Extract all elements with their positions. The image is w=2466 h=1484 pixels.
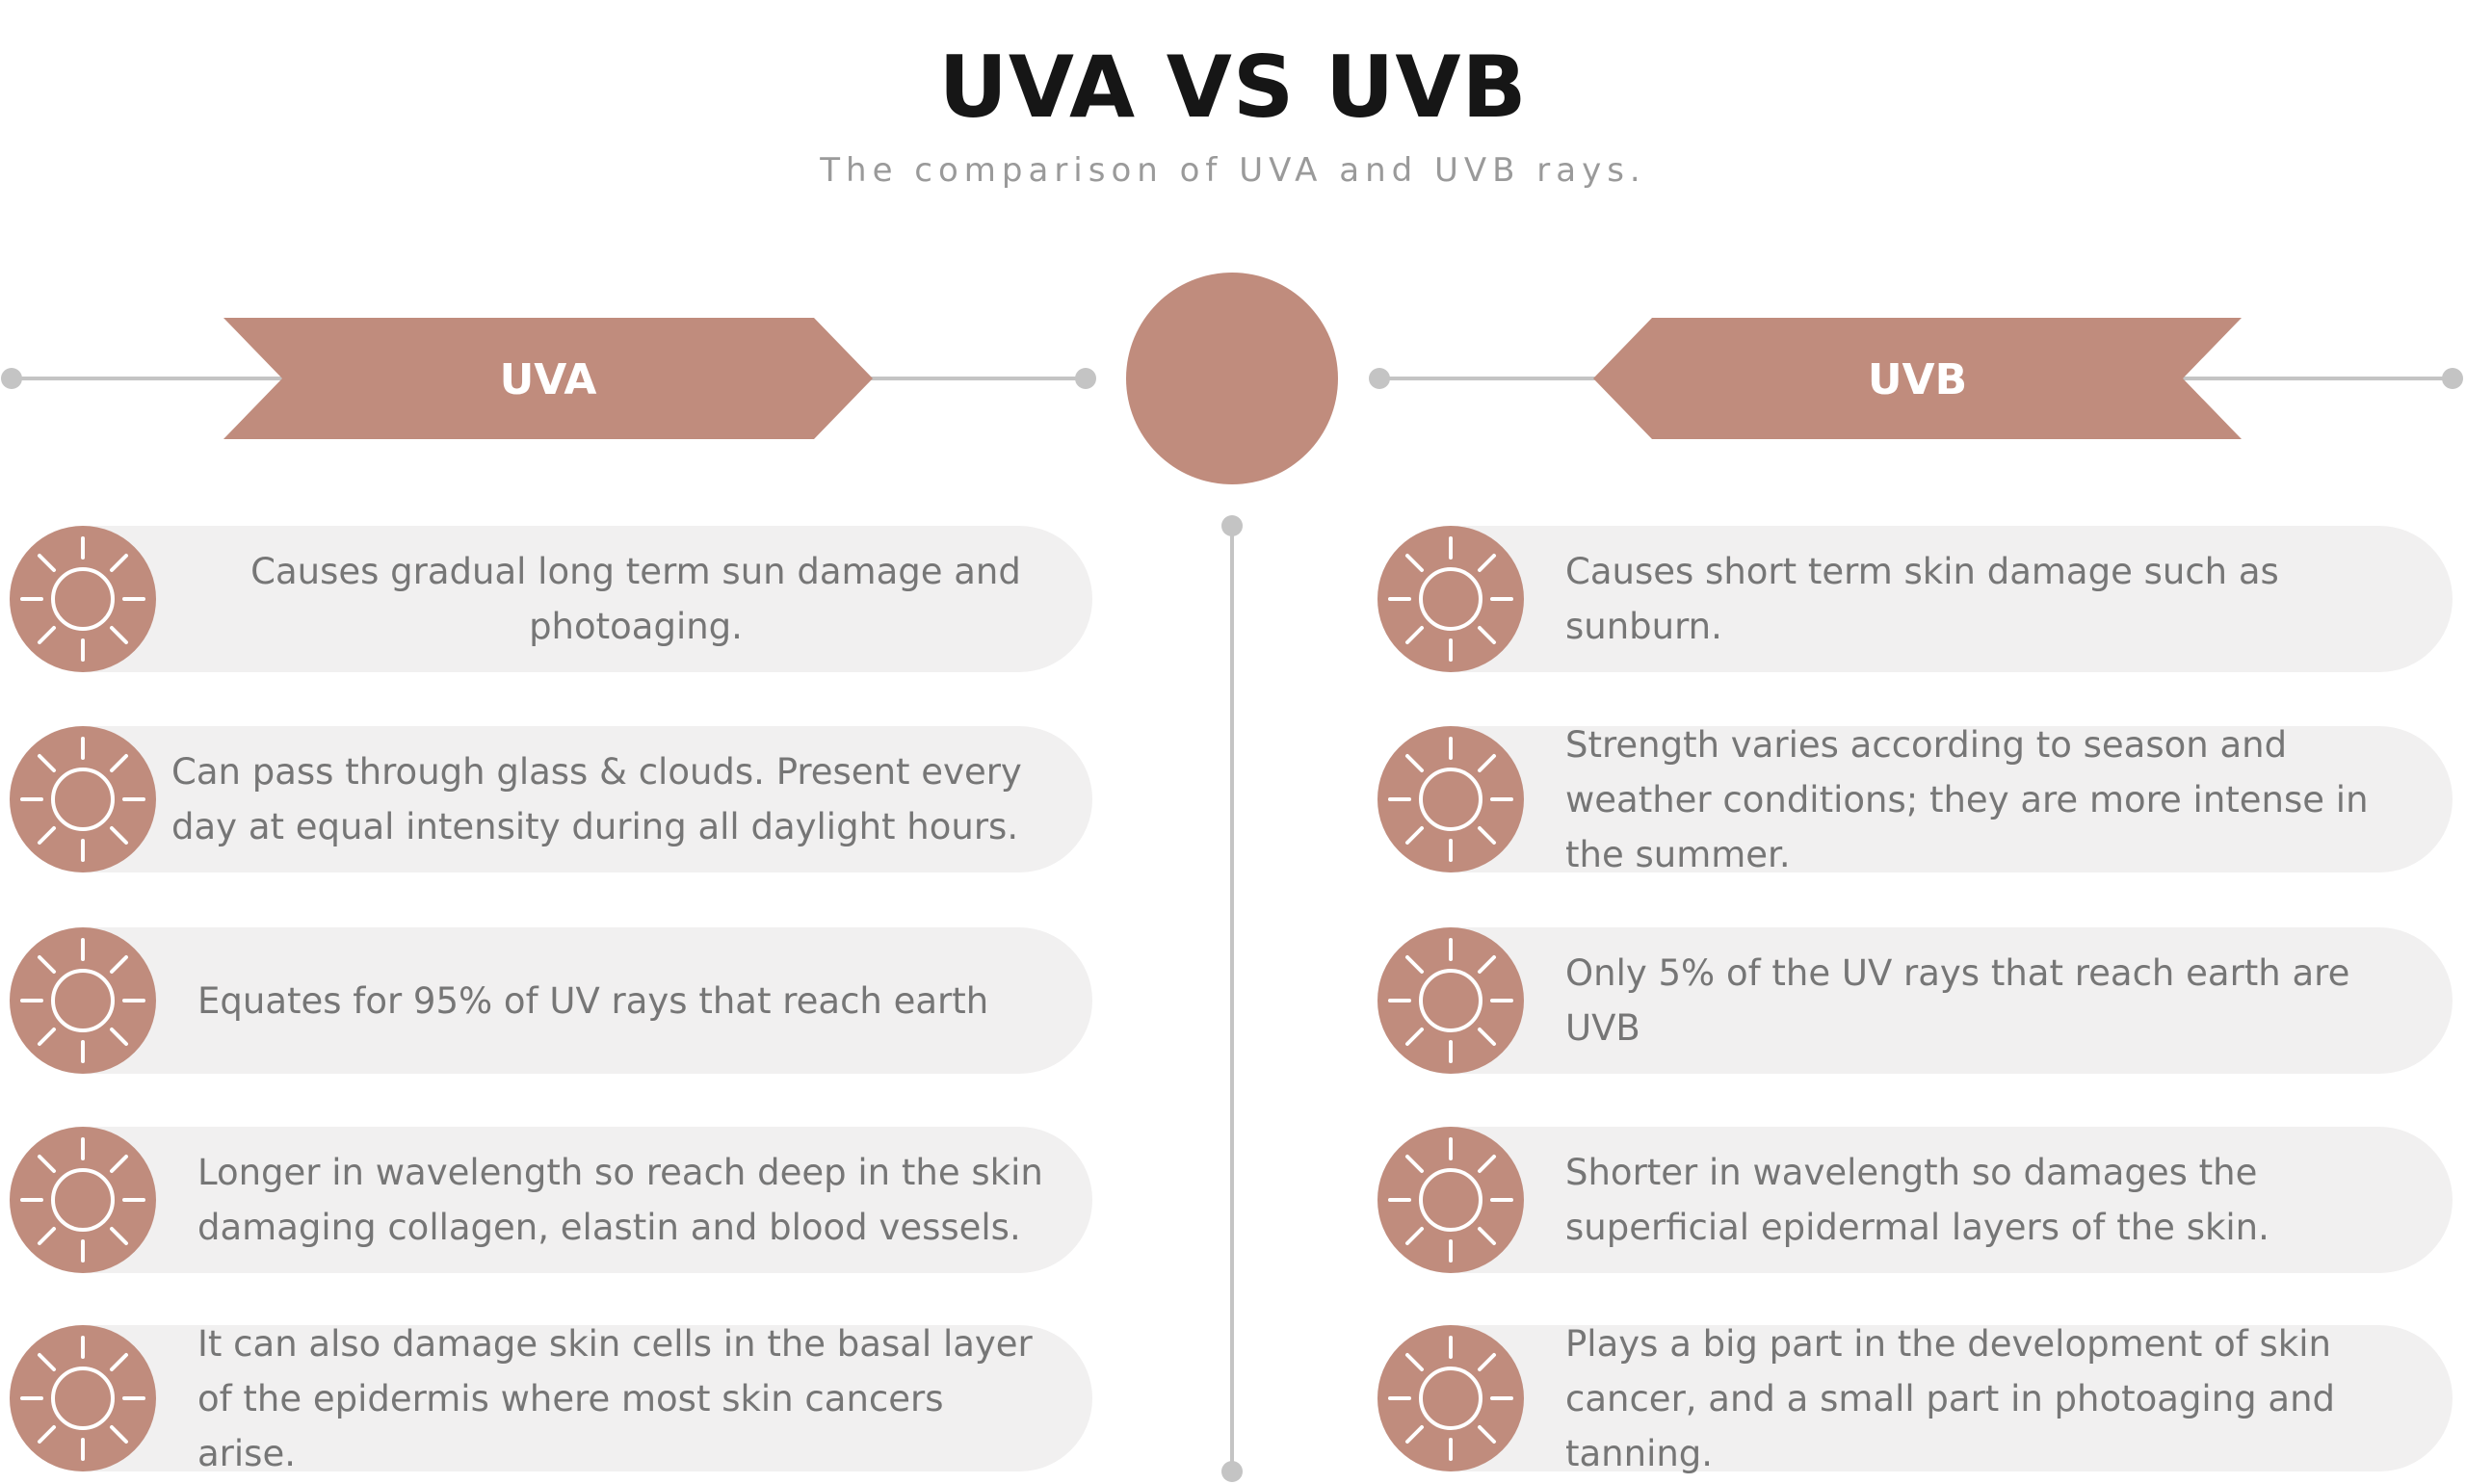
sun-icon [1377,1127,1524,1273]
sun-icon [1377,1325,1524,1471]
uvb-item-4-text: Shorter in wavelength so damages the sup… [1565,1152,2269,1248]
uva-item-1-text: Causes gradual long term sun damage and … [250,551,1021,647]
uvb-banner [1593,318,2242,439]
uvb-line-end-dot [2442,368,2463,389]
center-circle [1126,273,1338,484]
uvb-item-3-pill [1377,927,2453,1074]
uva-item-2-text: Can pass through glass & clouds. Present… [171,751,1022,847]
uva-item-5-pill [10,1325,1092,1471]
divider-top-dot [1221,515,1243,536]
uvb-item-5-pill [1377,1325,2453,1471]
uvb-item-1-pill [1377,526,2453,672]
uvb-item-5-text: Plays a big part in the development of s… [1565,1322,2336,1474]
uvb-item-3-text: Only 5% of the UV rays that reach earth … [1565,952,2350,1049]
sun-icon [10,927,156,1074]
sun-icon [10,1127,156,1273]
uva-item-5-text: It can also damage skin cells in the bas… [197,1322,1033,1474]
uvb-item-2-text: Strength varies according to season and … [1565,723,2369,875]
uva-banner [223,318,873,439]
uva-item-1-pill [10,526,1092,672]
uva-item-3-pill [10,927,1092,1074]
sun-icon [10,1325,156,1471]
uva-label: UVA [499,354,597,404]
page-subtitle: The comparison of UVA and UVB rays. [820,151,1646,190]
uvb-item-1-text: Causes short term skin damage such as su… [1565,551,2279,647]
page-title: UVA VS UVB [938,38,1528,137]
uva-item-4-pill [10,1127,1092,1273]
uva-item-3-text: Equates for 95% of UV rays that reach ea… [197,979,989,1022]
uvb-item-2-pill [1377,726,2453,872]
uva-line-start-dot [1,368,22,389]
sun-icon [10,726,156,872]
uvb-item-4-pill [1377,1127,2453,1273]
uva-item-2-pill [10,726,1092,872]
sun-icon [10,526,156,672]
divider-bottom-dot [1221,1461,1243,1482]
uva-line-end-dot [1075,368,1096,389]
sun-icon [1377,726,1524,872]
sun-icon [1377,526,1524,672]
sun-icon [1377,927,1524,1074]
uva-item-4-text: Longer in wavelength so reach deep in th… [197,1152,1043,1248]
uvb-label: UVB [1867,354,1968,404]
uvb-line-start-dot [1369,368,1390,389]
